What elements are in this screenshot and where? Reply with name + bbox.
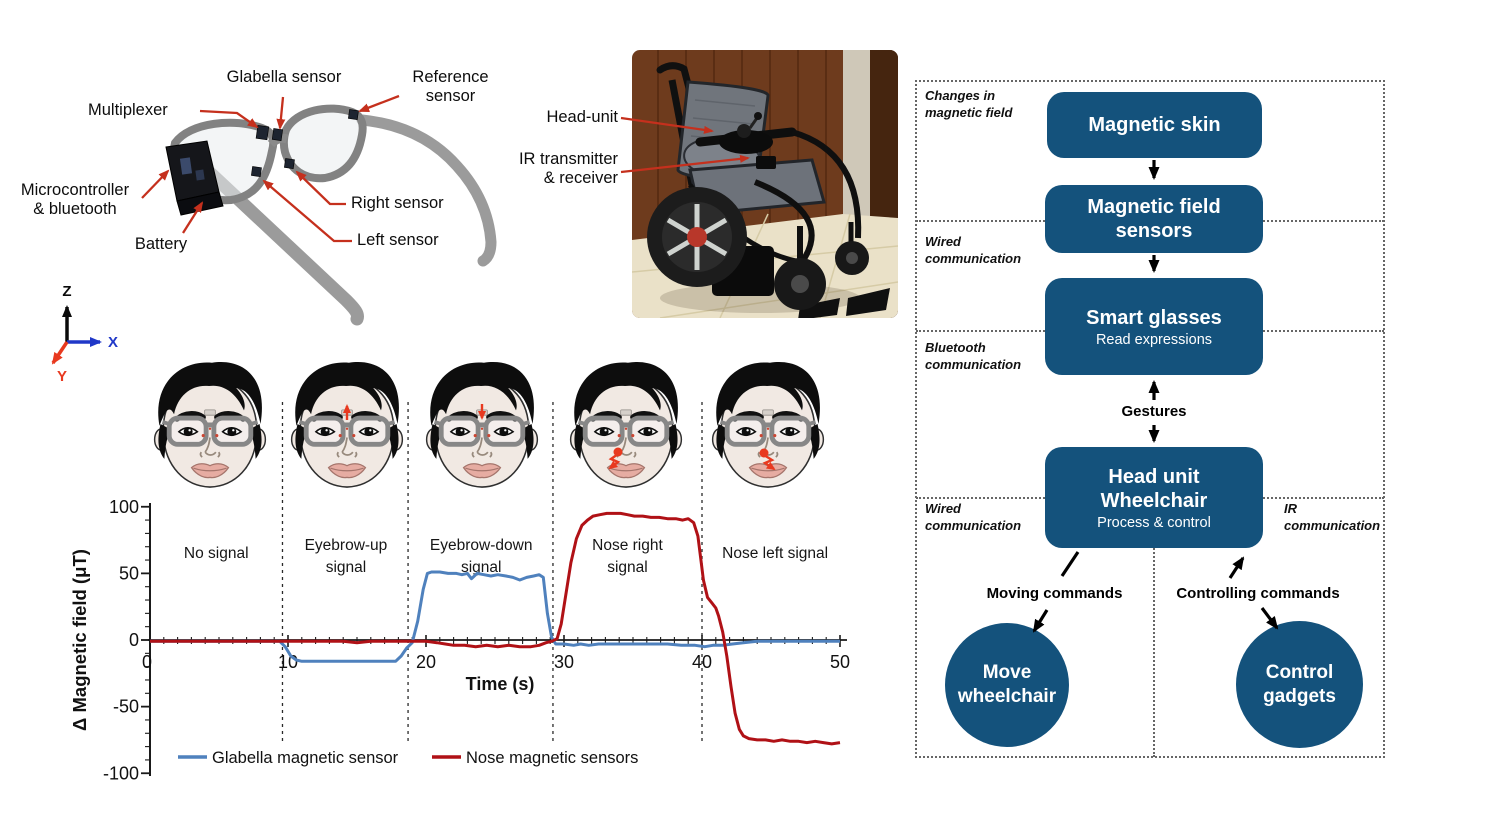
glasses-annotation-arrows xyxy=(141,94,400,243)
y-tick-label: 50 xyxy=(119,563,139,583)
chart-legend: Glabella magnetic sensor Nose magnetic se… xyxy=(178,749,638,767)
x-tick-label: 50 xyxy=(830,652,850,672)
reference-sensor-label: Reference sensor xyxy=(412,68,489,106)
wheelchair-annotation-arrows xyxy=(620,116,750,174)
battery-label: Battery xyxy=(134,235,188,253)
rear-wheel xyxy=(647,187,747,287)
nose-left-arrow xyxy=(762,453,776,471)
y-tick-label: 100 xyxy=(109,497,139,517)
region-label: Eyebrow-up xyxy=(305,537,388,554)
controlling-commands-label: Controlling commands xyxy=(1176,585,1340,602)
x-axis-label: X xyxy=(108,334,118,351)
region-label: No signal xyxy=(184,545,249,562)
flow-circle-label: Control gadgets xyxy=(1263,661,1336,707)
section-label-ir: IR communication xyxy=(1284,501,1381,533)
flow-box-title: Magnetic field sensors xyxy=(1087,196,1221,242)
region-label: Nose left signal xyxy=(722,545,828,562)
flow-box-smart-glasses: Smart glasses Read expressions xyxy=(1045,278,1263,375)
region-labels: No signal Eyebrow-up signal Eyebrow-down sig… xyxy=(184,537,828,576)
z-axis-label: Z xyxy=(62,283,71,300)
wheelchair-photo xyxy=(632,50,898,318)
x-tick-label: 30 xyxy=(554,652,574,672)
x-axis-title: Time (s) xyxy=(466,674,535,694)
legend-label: Nose magnetic sensors xyxy=(466,749,638,767)
arrow-controlling-gadgets xyxy=(1260,607,1279,630)
flow-circle-label: Move wheelchair xyxy=(957,662,1057,707)
arrow-moving-wheelchair xyxy=(1032,609,1049,633)
series-lines xyxy=(150,511,841,746)
ir-module xyxy=(756,156,776,169)
head-unit-label: Head-unit xyxy=(546,108,618,126)
x-tick-label: 40 xyxy=(692,652,712,672)
y-axis: 100 50 0 -50 -100 xyxy=(103,497,151,783)
glasses-sensors xyxy=(251,109,359,177)
multiplexer-label: Multiplexer xyxy=(88,101,168,119)
flow-box-head-unit: Head unit Wheelchair Process & control xyxy=(1045,447,1263,548)
gesture-overlays xyxy=(343,404,776,471)
series-line-1 xyxy=(150,511,841,746)
arrow-controlling-headunit xyxy=(1228,556,1245,579)
section-label-changes: Changes in magnetic field xyxy=(925,88,1013,120)
region-label: Eyebrow-down xyxy=(430,537,533,554)
flowchart-divider-v1 xyxy=(1153,497,1155,757)
flow-box-subtitle: Read expressions xyxy=(1095,331,1213,348)
flow-box-title: Head unit Wheelchair xyxy=(1100,465,1208,512)
magnetic-field-chart: No signal Eyebrow-up signal Eyebrow-down sig… xyxy=(69,402,850,783)
region-label: signal xyxy=(461,559,502,576)
arrow-headunit-moving xyxy=(1060,551,1080,577)
flowchart-outer-border xyxy=(915,80,1385,758)
gesture-faces-row xyxy=(140,352,840,497)
glasses-frame xyxy=(165,104,497,326)
flow-box-title: Smart glasses xyxy=(1086,306,1222,329)
flow-box-magnetic-sensors: Magnetic field sensors xyxy=(1045,185,1263,253)
x-tick-label: 20 xyxy=(416,652,436,672)
y-tick-label: 0 xyxy=(129,630,139,650)
flow-circle-control-gadgets: Control gadgets xyxy=(1236,621,1363,748)
smart-glasses-illustration xyxy=(141,94,497,326)
head-unit-device xyxy=(719,112,776,169)
flow-box-subtitle: Process & control xyxy=(1097,514,1211,531)
flow-circle-move-wheelchair: Move wheelchair xyxy=(945,623,1069,747)
moving-commands-label: Moving commands xyxy=(986,585,1123,602)
y-axis-arrow xyxy=(51,341,69,365)
x-tick-label: 10 xyxy=(278,652,298,672)
series-line-0 xyxy=(150,570,840,663)
y-axis-label: Y xyxy=(57,368,67,385)
region-label: signal xyxy=(607,559,648,576)
region-label: signal xyxy=(326,559,367,576)
flow-box-magnetic-skin: Magnetic skin xyxy=(1047,92,1262,158)
glabella-sensor-label: Glabella sensor xyxy=(226,68,342,86)
gestures-label: Gestures xyxy=(1121,403,1187,420)
nose-right-arrow xyxy=(608,453,621,470)
flowchart-arrows xyxy=(1032,160,1279,633)
y-tick-label: -100 xyxy=(103,763,139,783)
flow-box-title: Magnetic skin xyxy=(1088,114,1221,136)
coordinate-axes-triad: Z X Y xyxy=(51,283,118,385)
section-label-wired-1: Wired communication xyxy=(925,234,1022,266)
ir-transmitter-label: IR transmitter & receiver xyxy=(518,150,618,188)
left-sensor-label: Left sensor xyxy=(357,231,439,249)
microcontroller-label: Microcontroller & bluetooth xyxy=(20,181,130,219)
y-tick-label: -50 xyxy=(113,697,139,717)
legend-label: Glabella magnetic sensor xyxy=(212,749,399,767)
section-label-wired-2: Wired communication xyxy=(925,501,1022,533)
right-sensor-label: Right sensor xyxy=(351,194,444,212)
section-label-bluetooth: Bluetooth communication xyxy=(925,340,1022,372)
region-label: Nose right xyxy=(592,537,663,554)
caster-wheels xyxy=(774,241,869,310)
x-tick-label: 0 xyxy=(142,652,152,672)
y-axis-title: Δ Magnetic field (μT) xyxy=(69,549,90,731)
